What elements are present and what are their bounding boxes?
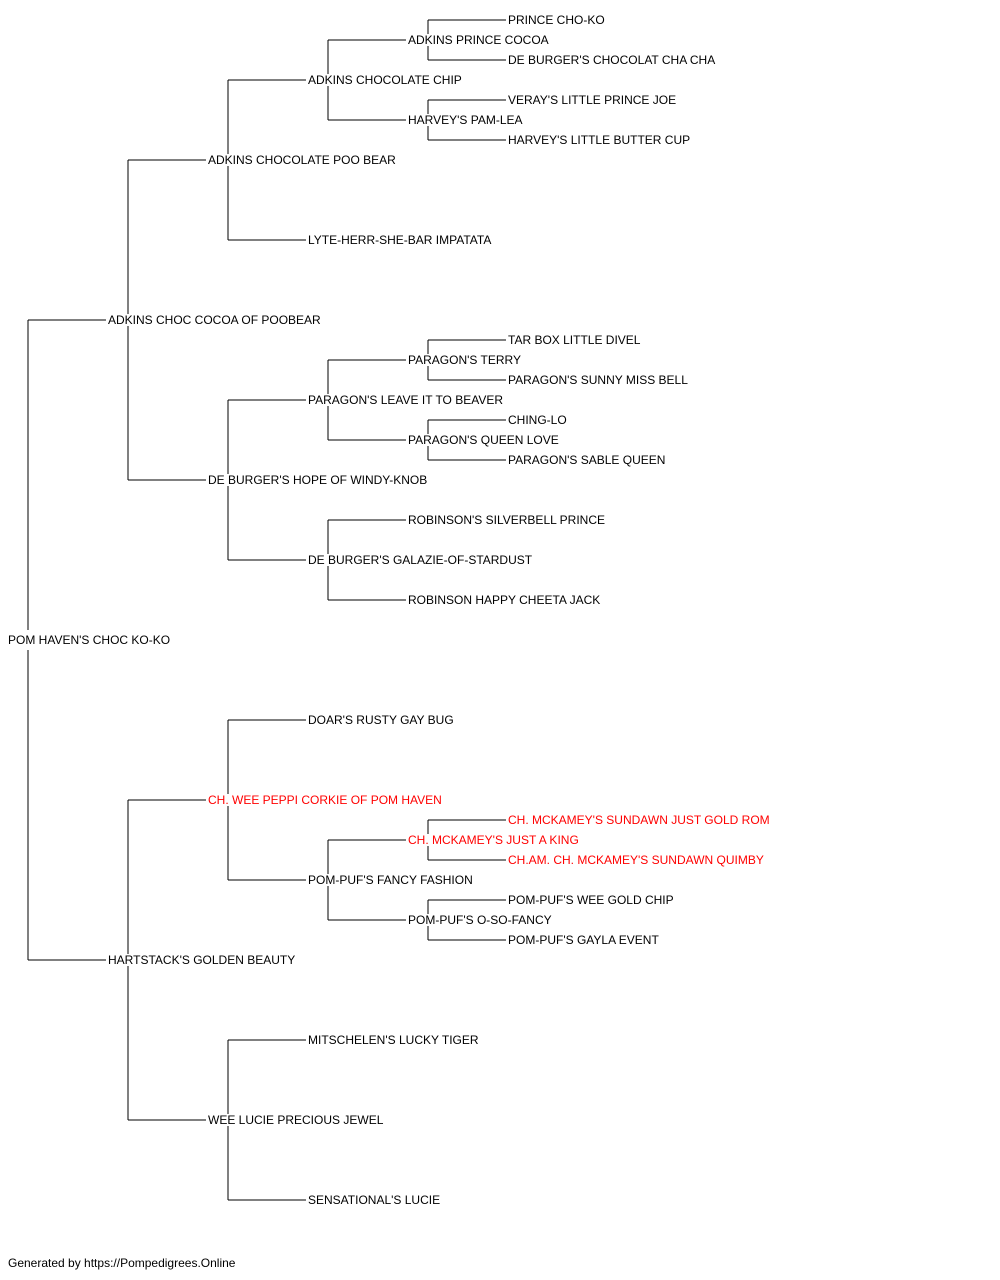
dog-sire-dam-dam-name: DE BURGER'S GALAZIE-OF-STARDUST: [308, 553, 533, 567]
dog-sire-sire-sire-sire-sire-name: PRINCE CHO-KO: [508, 13, 605, 27]
dog-dam-sire-dam-name: POM-PUF'S FANCY FASHION: [308, 873, 473, 887]
dog-sire-dam-sire-sire-name: PARAGON'S TERRY: [408, 353, 521, 367]
dog-sire-dam-sire-dam-sire-name: CHING-LO: [508, 413, 567, 427]
dog-sire-sire-dam-name: LYTE-HERR-SHE-BAR IMPATATA: [308, 233, 491, 247]
dog-sire-sire-sire-dam-dam-name: HARVEY'S LITTLE BUTTER CUP: [508, 133, 690, 147]
dog-dam-sire-dam-sire-name: CH. MCKAMEY'S JUST A KING: [408, 833, 579, 847]
dog-dam-sire-dam-dam-name: POM-PUF'S O-SO-FANCY: [408, 913, 552, 927]
dog-dam-dam-dam-name: SENSATIONAL'S LUCIE: [308, 1193, 440, 1207]
dog-dam-sire-dam-dam-sire-name: POM-PUF'S WEE GOLD CHIP: [508, 893, 674, 907]
dog-sire-dam-dam-sire-name: ROBINSON'S SILVERBELL PRINCE: [408, 513, 605, 527]
dog-sire-sire-sire-dam-name: HARVEY'S PAM-LEA: [408, 113, 523, 127]
dog-sire-dam-name: DE BURGER'S HOPE OF WINDY-KNOB: [208, 473, 427, 487]
dog-sire-dam-dam-dam-name: ROBINSON HAPPY CHEETA JACK: [408, 593, 600, 607]
dog-name: POM HAVEN'S CHOC KO-KO: [8, 633, 170, 647]
dog-dam-dam-name: WEE LUCIE PRECIOUS JEWEL: [208, 1113, 384, 1127]
dog-dam-sire-dam-dam-dam-name: POM-PUF'S GAYLA EVENT: [508, 933, 659, 947]
dog-sire-sire-sire-sire-dam-name: DE BURGER'S CHOCOLAT CHA CHA: [508, 53, 715, 67]
dog-dam-name: HARTSTACK'S GOLDEN BEAUTY: [108, 953, 295, 967]
dog-dam-sire-name: CH. WEE PEPPI CORKIE OF POM HAVEN: [208, 793, 442, 807]
dog-sire-dam-sire-dam-dam-name: PARAGON'S SABLE QUEEN: [508, 453, 665, 467]
dog-dam-sire-sire-name: DOAR'S RUSTY GAY BUG: [308, 713, 454, 727]
dog-sire-dam-sire-dam-name: PARAGON'S QUEEN LOVE: [408, 433, 559, 447]
dog-sire-sire-name: ADKINS CHOCOLATE POO BEAR: [208, 153, 396, 167]
dog-sire-sire-sire-name: ADKINS CHOCOLATE CHIP: [308, 73, 462, 87]
dog-sire-dam-sire-sire-dam-name: PARAGON'S SUNNY MISS BELL: [508, 373, 688, 387]
generated-by-footer: Generated by https://Pompedigrees.Online: [8, 1256, 236, 1270]
dog-dam-dam-sire-name: MITSCHELEN'S LUCKY TIGER: [308, 1033, 479, 1047]
dog-sire-sire-sire-sire-name: ADKINS PRINCE COCOA: [408, 33, 549, 47]
dog-sire-dam-sire-name: PARAGON'S LEAVE IT TO BEAVER: [308, 393, 503, 407]
dog-dam-sire-dam-sire-dam-name: CH.AM. CH. MCKAMEY'S SUNDAWN QUIMBY: [508, 853, 764, 867]
dog-sire-name: ADKINS CHOC COCOA OF POOBEAR: [108, 313, 321, 327]
dog-sire-dam-sire-sire-sire-name: TAR BOX LITTLE DIVEL: [508, 333, 641, 347]
dog-dam-sire-dam-sire-sire-name: CH. MCKAMEY'S SUNDAWN JUST GOLD ROM: [508, 813, 770, 827]
dog-sire-sire-sire-dam-sire-name: VERAY'S LITTLE PRINCE JOE: [508, 93, 676, 107]
